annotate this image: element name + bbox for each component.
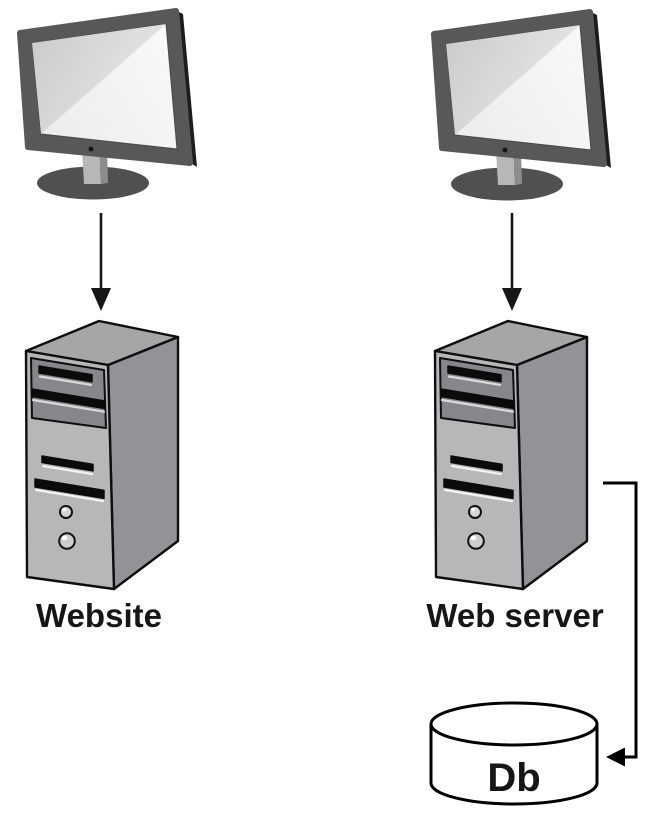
db-cylinder-top	[429, 701, 599, 747]
elbow-connector-line	[603, 481, 638, 759]
client-monitor-left	[20, 10, 197, 200]
web-server-tower	[433, 319, 589, 591]
database-cylinder: Db	[429, 701, 599, 806]
website-server-label: Website	[36, 597, 162, 634]
web-server-label: Web server	[426, 597, 603, 634]
elbow-arrow-head	[606, 747, 625, 767]
edge-arrow-right	[500, 211, 524, 313]
website-server-tower	[24, 319, 180, 591]
db-cylinder-body	[429, 724, 599, 806]
edge-webserver-to-db	[603, 481, 638, 767]
edge-arrow-left	[89, 211, 113, 313]
db-label: Db	[487, 756, 540, 800]
client-monitor-right	[434, 11, 611, 201]
